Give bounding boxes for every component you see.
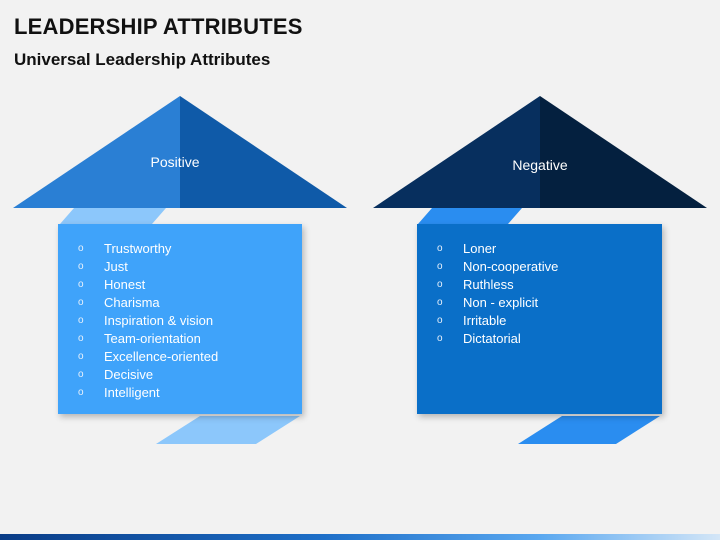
positive-list-item: o Inspiration & vision xyxy=(78,312,302,330)
negative-roof-left xyxy=(373,96,540,208)
bullet-circle-icon: o xyxy=(78,261,84,272)
bullet-circle-icon: o xyxy=(78,333,84,344)
positive-label: Positive xyxy=(150,154,200,170)
bullet-circle-icon: o xyxy=(78,279,84,290)
positive-list-item: o Charisma xyxy=(78,294,302,312)
bullet-circle-icon: o xyxy=(78,351,84,362)
positive-item-label: Just xyxy=(104,259,128,274)
negative-item-label: Non - explicit xyxy=(463,295,539,310)
positive-item-label: Inspiration & vision xyxy=(104,313,214,328)
bullet-circle-icon: o xyxy=(437,261,443,272)
bullet-circle-icon: o xyxy=(78,387,84,398)
negative-label: Negative xyxy=(512,157,568,173)
bullet-circle-icon: o xyxy=(78,243,84,254)
negative-list-item: o Irritable xyxy=(437,312,662,330)
positive-list-item: o Honest xyxy=(78,276,302,294)
positive-list-item: o Decisive xyxy=(78,366,302,384)
positive-list-item: o Team-orientation xyxy=(78,330,302,348)
negative-list-item: o Ruthless xyxy=(437,276,662,294)
positive-ribbon-bottom xyxy=(156,416,300,444)
negative-list-item: o Loner xyxy=(437,240,662,258)
bottom-accent-bar xyxy=(0,534,720,540)
bullet-circle-icon: o xyxy=(437,243,443,254)
positive-item-label: Intelligent xyxy=(104,385,160,400)
bullet-circle-icon: o xyxy=(437,279,443,290)
negative-item-label: Non-cooperative xyxy=(463,259,559,274)
positive-item-label: Excellence-oriented xyxy=(104,349,219,364)
positive-item-label: Charisma xyxy=(104,295,160,310)
page-subtitle: Universal Leadership Attributes xyxy=(14,50,271,69)
positive-ribbon-top xyxy=(60,208,166,224)
positive-list-item: o Excellence-oriented xyxy=(78,348,302,366)
bullet-circle-icon: o xyxy=(437,315,443,326)
negative-list-item: o Non - explicit xyxy=(437,294,662,312)
negative-item-label: Irritable xyxy=(463,313,507,328)
negative-list-item: o Non-cooperative xyxy=(437,258,662,276)
bullet-circle-icon: o xyxy=(78,315,84,326)
negative-roof-right xyxy=(540,96,707,208)
negative-item-label: Ruthless xyxy=(463,277,514,292)
negative-item-label: Loner xyxy=(463,241,497,256)
positive-list-item: o Intelligent xyxy=(78,384,302,402)
positive-item-label: Trustworthy xyxy=(104,241,172,256)
bullet-circle-icon: o xyxy=(78,297,84,308)
positive-item-label: Honest xyxy=(104,277,146,292)
page-title: LEADERSHIP ATTRIBUTES xyxy=(14,14,303,39)
positive-roof-right xyxy=(180,96,347,208)
bullet-circle-icon: o xyxy=(78,369,84,380)
positive-roof-left xyxy=(13,96,180,208)
positive-item-label: Decisive xyxy=(104,367,154,382)
negative-ribbon-top xyxy=(418,208,522,224)
positive-list-item: o Just xyxy=(78,258,302,276)
positive-item-label: Team-orientation xyxy=(104,331,201,346)
positive-list-item: o Trustworthy xyxy=(78,240,302,258)
bullet-circle-icon: o xyxy=(437,297,443,308)
negative-list-item: o Dictatorial xyxy=(437,330,662,348)
negative-item-label: Dictatorial xyxy=(463,331,521,346)
negative-ribbon-bottom xyxy=(518,416,660,444)
bullet-circle-icon: o xyxy=(437,333,443,344)
